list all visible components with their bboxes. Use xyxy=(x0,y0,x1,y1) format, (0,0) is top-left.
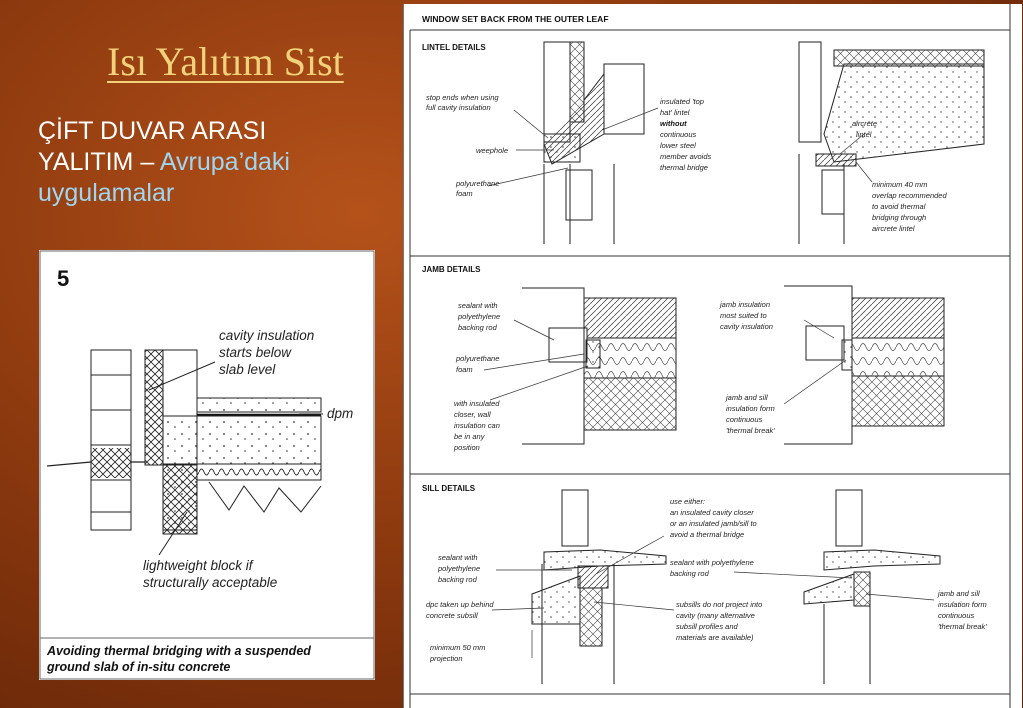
lintel-aircrete-2: lintel xyxy=(856,130,872,139)
sill-either-4: avoid a thermal bridge xyxy=(670,530,744,539)
sill-left-drawing xyxy=(531,489,667,684)
jamb-break-3: continuous xyxy=(726,415,763,424)
label-block-2: structurally acceptable xyxy=(143,575,277,590)
sill-subsill-2: cavity (many alternative xyxy=(676,611,755,620)
jamb-closer-3: insulation can xyxy=(454,421,500,430)
lintel-foam-2: foam xyxy=(456,189,473,198)
jamb-sealant-3: backing rod xyxy=(458,323,498,332)
jamb-closer-1: with insulated xyxy=(454,399,500,408)
sill-sealant-r-1: sealant with polyethylene xyxy=(670,558,754,567)
sheet-header: WINDOW SET BACK FROM THE OUTER LEAF xyxy=(422,14,609,24)
sill-heading: SILL DETAILS xyxy=(422,484,476,493)
left-figure-panel: 5 cavity insulation starts below slab l xyxy=(39,250,375,680)
sill-sealant-3: backing rod xyxy=(438,575,478,584)
jamb-foam-2: foam xyxy=(456,365,473,374)
lintel-left-drawing xyxy=(543,41,645,244)
sill-either-2: an insulated cavity closer xyxy=(670,508,754,517)
jamb-closer-4: be in any xyxy=(454,432,486,441)
underfloor-insulation xyxy=(196,463,322,481)
right-detail-drawing: WINDOW SET BACK FROM THE OUTER LEAF LINT… xyxy=(404,4,1022,708)
lintel-heading: LINTEL DETAILS xyxy=(422,43,486,52)
lintel-hat-1: insulated 'top xyxy=(660,97,704,106)
jamb-foam-1: polyurethane xyxy=(455,354,499,363)
lintel-stop-2: full cavity insulation xyxy=(426,103,491,112)
sill-dpc-1: dpc taken up behind xyxy=(426,600,494,609)
lintel-hat-3: without xyxy=(660,119,687,128)
lintel-min-5: aircrete lintel xyxy=(872,224,915,233)
jamb-ins-2: most suited to xyxy=(720,311,767,320)
jamb-closer-2: closer, wall xyxy=(454,410,491,419)
lintel-hat-4: continuous xyxy=(660,130,697,139)
lintel-min-3: to avoid thermal xyxy=(872,202,926,211)
label-cavity-3: slab level xyxy=(219,362,276,377)
sill-min-2: projection xyxy=(429,654,463,663)
jamb-break-2: insulation form xyxy=(726,404,775,413)
lintel-aircrete-1: aircrete xyxy=(852,119,877,128)
jamb-closer-5: position xyxy=(453,443,480,452)
jamb-ins-1: jamb insulation xyxy=(719,300,770,309)
jamb-sealant-2: polyethylene xyxy=(457,312,500,321)
lintel-weephole: weephole xyxy=(476,146,508,155)
label-cavity-1: cavity insulation xyxy=(219,328,314,343)
sill-sealant-r-2: backing rod xyxy=(670,569,710,578)
lintel-hat-7: thermal bridge xyxy=(660,163,708,172)
figure-number: 5 xyxy=(57,266,69,291)
jamb-sealant-1: sealant with xyxy=(458,301,498,310)
lintel-min-4: bridging through xyxy=(872,213,926,222)
slide-body-text: ÇİFT DUVAR ARASI YALITIM – Avrupa’daki u… xyxy=(38,116,398,209)
sill-sealant-1: sealant with xyxy=(438,553,478,562)
screed xyxy=(196,397,322,413)
caption-line-1: Avoiding thermal bridging with a suspend… xyxy=(46,644,311,658)
sill-break-2: insulation form xyxy=(938,600,987,609)
sill-dpc-2: concrete subsill xyxy=(426,611,478,620)
caption-line-2: ground slab of in-situ concrete xyxy=(46,660,230,674)
body-line-2: YALITIM – Avrupa’daki xyxy=(38,147,398,178)
lintel-hat-5: lower steel xyxy=(660,141,696,150)
cavity-insulation xyxy=(144,349,164,466)
jamb-left-drawing xyxy=(522,287,677,445)
left-figure-drawing: 5 cavity insulation starts below slab l xyxy=(39,250,375,680)
body-line-1: ÇİFT DUVAR ARASI xyxy=(38,117,267,145)
concrete-slab xyxy=(162,415,322,465)
sill-either-3: or an insulated jamb/sill to xyxy=(670,519,757,528)
label-block-1: lightweight block if xyxy=(143,558,254,573)
jamb-break-4: 'thermal break' xyxy=(726,426,775,435)
label-cavity-2: starts below xyxy=(219,345,292,360)
body-line-3: uygulamalar xyxy=(38,179,175,207)
sill-subsill-4: materials are available) xyxy=(676,633,754,642)
sill-break-1: jamb and sill xyxy=(937,589,980,598)
lintel-foam-1: polyurethane xyxy=(455,179,499,188)
lintel-hat-2: hat' lintel xyxy=(660,108,690,117)
lintel-hat-6: member avoids xyxy=(660,152,712,161)
lintel-right-drawing xyxy=(798,41,985,244)
sill-sealant-2: polyethylene xyxy=(437,564,480,573)
body-line-2-a: YALITIM – xyxy=(38,148,160,176)
right-detail-sheet: WINDOW SET BACK FROM THE OUTER LEAF LINT… xyxy=(403,4,1022,708)
lintel-min-2: overlap recommended xyxy=(872,191,947,200)
outer-leaf xyxy=(90,349,132,531)
sill-break-4: 'thermal break' xyxy=(938,622,987,631)
sill-subsill-1: subsills do not project into xyxy=(676,600,762,609)
jamb-right-drawing xyxy=(784,285,945,445)
sill-right-drawing xyxy=(803,489,941,684)
slide-title: Isı Yalıtım Sist xyxy=(107,39,344,84)
lintel-min-1: minimum 40 mm xyxy=(872,180,927,189)
sill-break-3: continuous xyxy=(938,611,975,620)
body-line-2-accent: Avrupa’daki xyxy=(159,148,290,176)
jamb-heading: JAMB DETAILS xyxy=(422,265,481,274)
sill-subsill-3: subsill profiles and xyxy=(676,622,739,631)
lintel-stop-1: stop ends when using xyxy=(426,93,499,102)
jamb-break-1: jamb and sill xyxy=(725,393,768,402)
sill-either-1: use either: xyxy=(670,497,705,506)
jamb-ins-3: cavity insulation xyxy=(720,322,773,331)
label-dpm: dpm xyxy=(327,406,353,421)
sill-min-1: minimum 50 mm xyxy=(430,643,485,652)
